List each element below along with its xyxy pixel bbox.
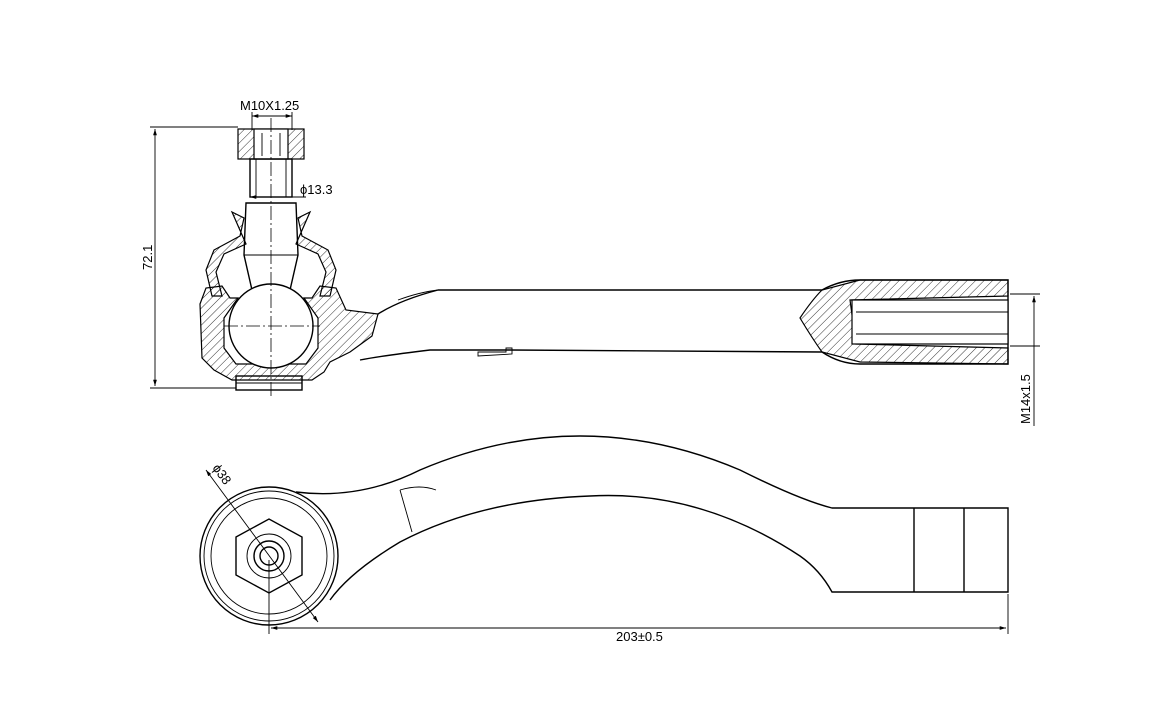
label-height: 72.1 <box>140 245 155 270</box>
dimension-stud-diameter: ϕ13.3 <box>250 182 333 199</box>
dimension-length: 203±0.5 <box>268 560 1009 644</box>
label-inner-thread: M14x1.5 <box>1018 374 1033 424</box>
dimension-inner-thread: M14x1.5 <box>1010 293 1040 426</box>
dimension-thread-stud: M10X1.25 <box>240 98 299 130</box>
dimension-height: 72.1 <box>140 126 238 389</box>
top-view <box>199 435 1009 626</box>
socket-housing <box>199 285 379 381</box>
dimension-eye-diameter: ϕ38 <box>205 461 319 623</box>
arm-outline <box>295 435 1009 601</box>
label-length: 203±0.5 <box>616 629 663 644</box>
label-thread-stud: M10X1.25 <box>240 98 299 113</box>
label-eye-diameter: ϕ38 <box>210 461 235 487</box>
side-section-view <box>199 118 1009 396</box>
label-stud-diameter: ϕ13.3 <box>300 182 333 197</box>
dust-boot <box>205 210 247 297</box>
